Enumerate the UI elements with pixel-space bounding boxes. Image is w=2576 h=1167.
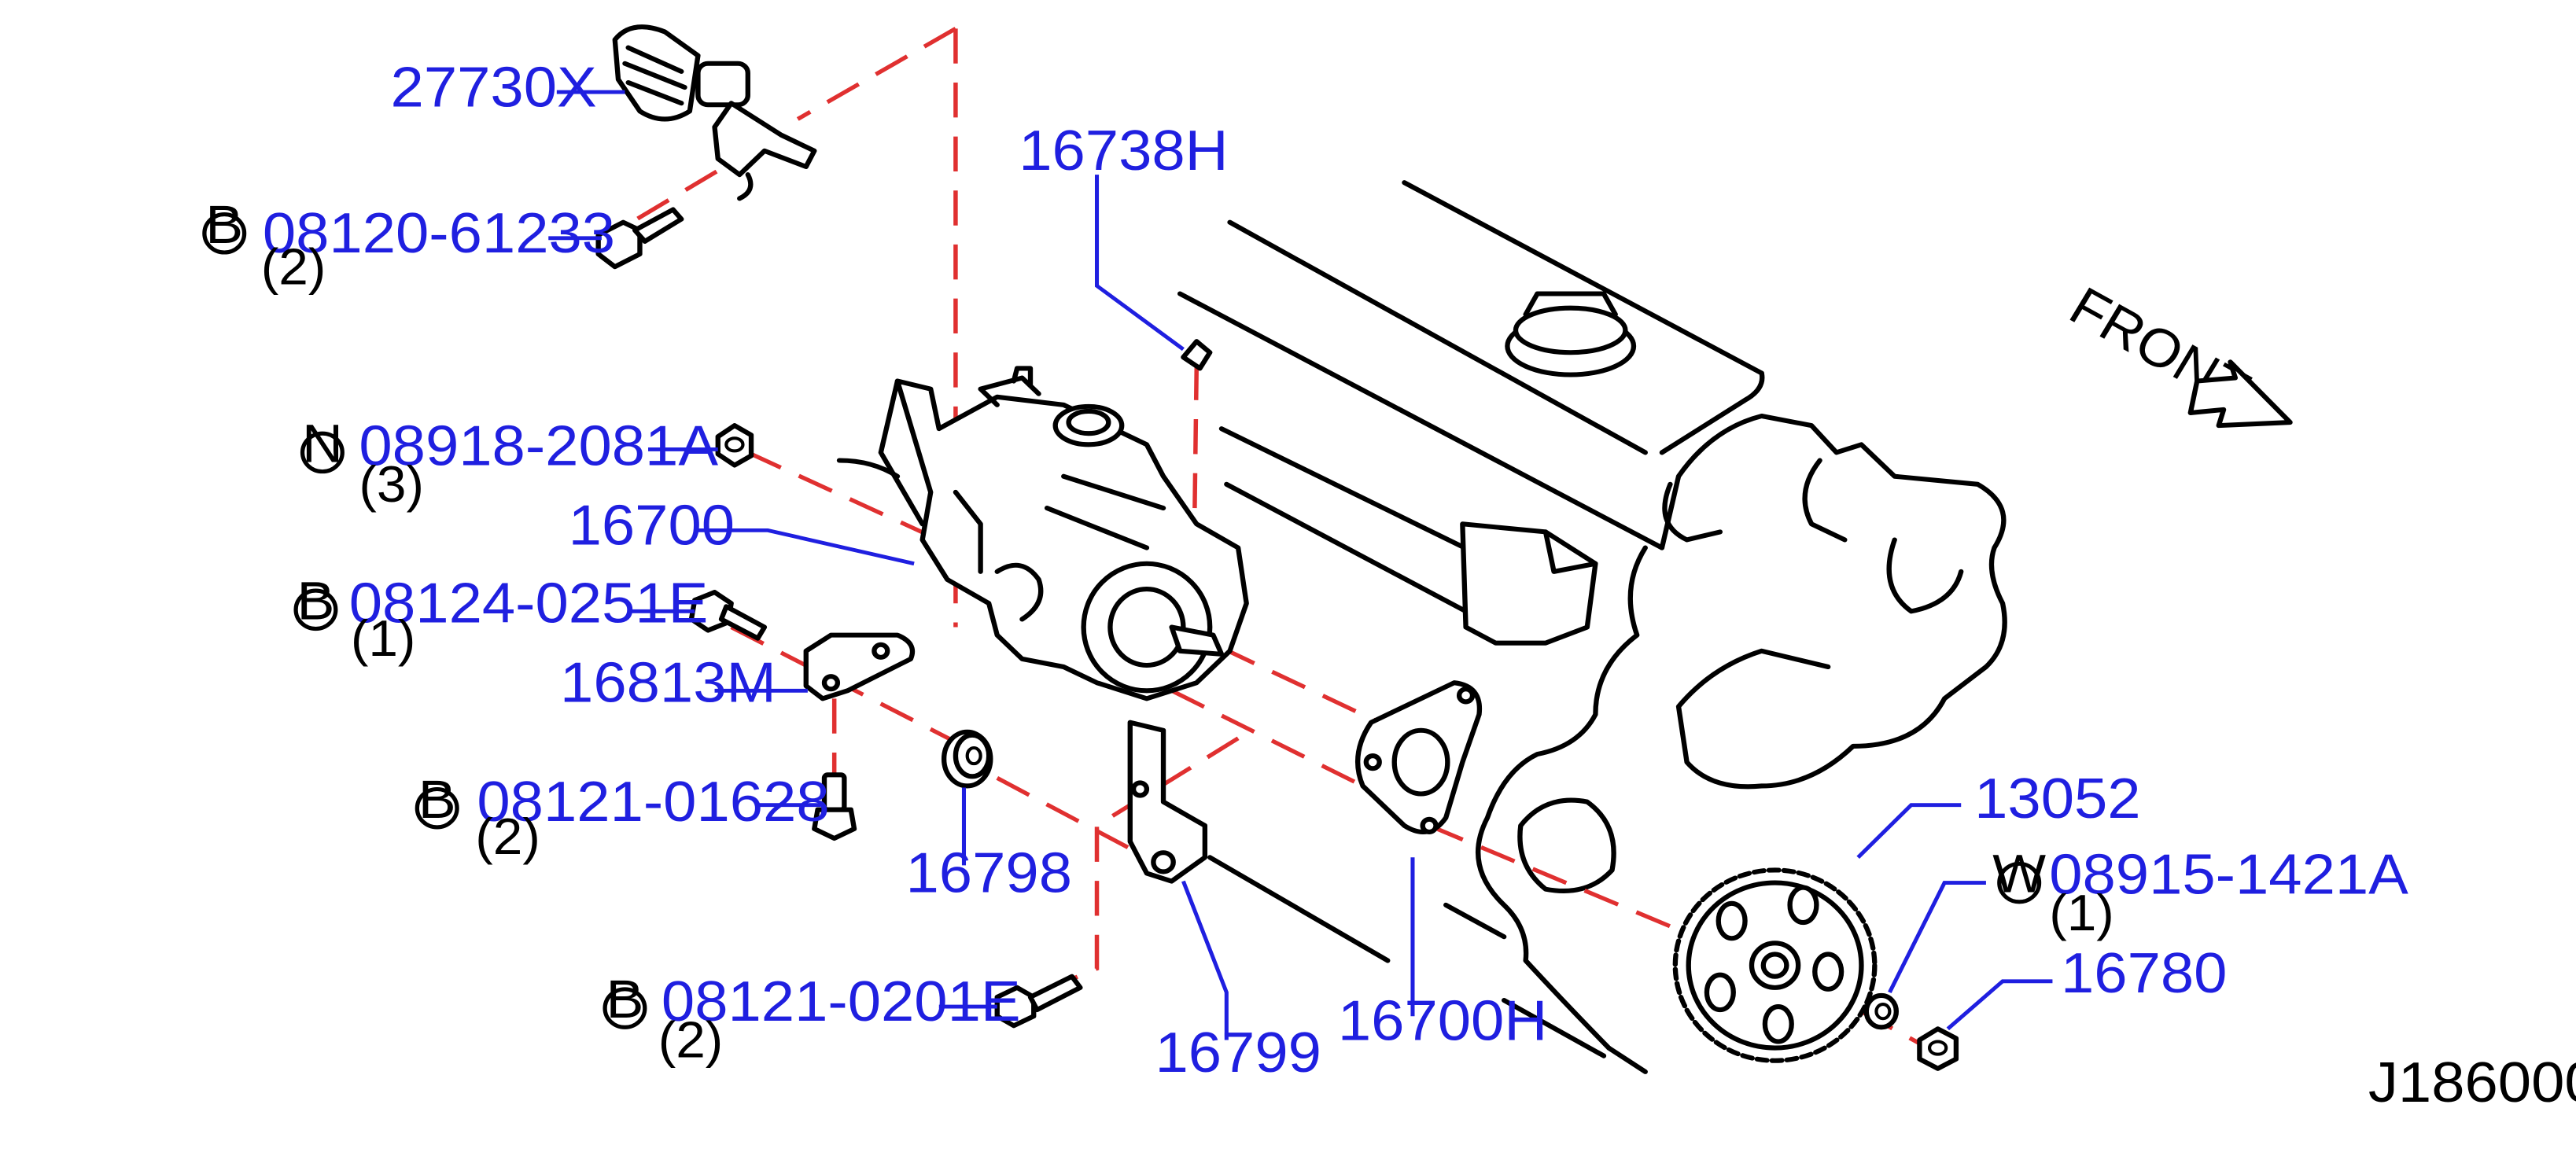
part-quantity: (2) bbox=[658, 1012, 724, 1069]
bushing-16798-drawing bbox=[941, 729, 993, 789]
part-number: 08121-01628 bbox=[477, 769, 829, 833]
part-callout-08124-0251e: B 08124-0251E (1) bbox=[293, 570, 709, 668]
leader-lines bbox=[548, 90, 2053, 1040]
part-number: 16813M bbox=[560, 650, 776, 714]
part-callout-08121-01628: B 08121-01628 (2) bbox=[415, 768, 830, 866]
part-callout-16799: 16799 bbox=[1155, 1020, 1321, 1084]
part-marker-letter: B bbox=[297, 570, 334, 631]
part-callout-27730x: 27730X bbox=[391, 55, 597, 119]
nut-08918-2081a-drawing bbox=[715, 423, 754, 468]
engine-block-drawing bbox=[1177, 180, 2007, 1074]
part-number: 08918-2081A bbox=[359, 414, 718, 477]
part-callout-16780: 16780 bbox=[2061, 941, 2227, 1004]
woodruff-key-drawing bbox=[1181, 339, 1213, 371]
part-number: 08120-61233 bbox=[263, 201, 615, 265]
part-quantity: (3) bbox=[359, 456, 424, 513]
part-callout-08121-0201e: B 08121-0201E (2) bbox=[603, 969, 1021, 1069]
part-callout-16798: 16798 bbox=[906, 841, 1072, 904]
part-number: 16700H bbox=[1338, 988, 1547, 1052]
bolt-marker-icon bbox=[202, 212, 247, 255]
part-callout-16700h: 16700H bbox=[1338, 988, 1547, 1052]
front-direction-indicator: FRONT bbox=[2060, 275, 2293, 429]
part-marker-letter: B bbox=[606, 969, 643, 1029]
nut-16780-drawing bbox=[1917, 1026, 1959, 1071]
part-labels: 27730X B 08120-61233 (2) 16738H N 08918-… bbox=[202, 55, 2408, 1084]
bolt-marker-icon bbox=[293, 588, 338, 631]
diagram-reference-code: J1860001 bbox=[2368, 1051, 2576, 1114]
part-number: 08121-0201E bbox=[662, 970, 1021, 1033]
washer-08915-1421a-drawing bbox=[1863, 992, 1899, 1030]
part-callout-16813m: 16813M bbox=[560, 650, 776, 714]
bolt-08120-61233-drawing bbox=[595, 207, 684, 270]
gasket-16700h-drawing bbox=[1354, 680, 1483, 835]
part-number: 08124-0251E bbox=[349, 571, 709, 635]
bolt-08124-0251e-drawing bbox=[688, 590, 768, 641]
part-marker-letter: B bbox=[205, 193, 243, 254]
part-callout-16700: 16700 bbox=[569, 493, 735, 557]
bracket-16813m-drawing bbox=[803, 632, 916, 701]
part-marker-letter: B bbox=[418, 768, 456, 829]
part-quantity: (1) bbox=[2049, 885, 2114, 942]
part-number: 16738H bbox=[1019, 119, 1228, 182]
part-callout-08918-2081a: N 08918-2081A (3) bbox=[300, 413, 718, 514]
part-callout-08120-61233: B 08120-61233 (2) bbox=[202, 193, 615, 296]
bolt-08121-01628-drawing bbox=[812, 772, 857, 841]
actuator-27730x-drawing bbox=[612, 24, 817, 201]
part-number: 16780 bbox=[2061, 941, 2227, 1004]
part-callout-16738h: 16738H bbox=[1019, 119, 1228, 182]
part-number: 16799 bbox=[1155, 1020, 1321, 1084]
nut-marker-icon bbox=[300, 431, 345, 474]
bolt-marker-icon bbox=[415, 786, 459, 830]
part-quantity: (2) bbox=[261, 239, 326, 296]
part-callout-08915-1421a: W 08915-1421A (1) bbox=[1992, 842, 2408, 942]
part-number: 27730X bbox=[391, 55, 597, 119]
part-marker-letter: W bbox=[1992, 843, 2047, 904]
washer-marker-icon bbox=[1997, 861, 2042, 904]
part-number: 16700 bbox=[569, 493, 735, 557]
part-quantity: (1) bbox=[351, 610, 416, 667]
bolt-marker-icon bbox=[603, 987, 647, 1029]
part-marker-letter: N bbox=[302, 413, 343, 473]
part-callout-13052: 13052 bbox=[1974, 766, 2140, 830]
part-number: 13052 bbox=[1974, 766, 2140, 830]
injection-pump-drawing bbox=[836, 366, 1249, 701]
bolt-08121-0201e-drawing bbox=[994, 974, 1083, 1029]
oil-filler-cap bbox=[1505, 291, 1637, 377]
part-quantity: (2) bbox=[475, 809, 540, 866]
part-number: 08915-1421A bbox=[2049, 842, 2408, 906]
sprocket-13052-drawing bbox=[1672, 867, 1878, 1063]
front-arrow-icon bbox=[2187, 359, 2293, 429]
part-number: 16798 bbox=[906, 841, 1072, 904]
stay-bracket-16799-drawing bbox=[1127, 720, 1208, 884]
